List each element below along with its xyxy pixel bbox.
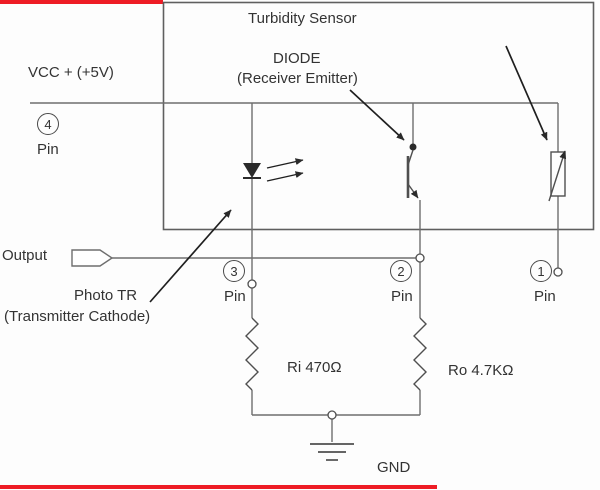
diode-pointer-arrow — [349, 89, 405, 141]
pin2-number-badge: 2 — [390, 260, 412, 282]
photo-tr-pointer-arrow — [149, 209, 232, 303]
ground-junction-terminal — [327, 410, 337, 420]
pin1-terminal — [553, 267, 563, 277]
pin3-terminal — [247, 279, 257, 289]
light-emission-arrow — [266, 158, 304, 169]
sensing-element-pointer-arrow — [505, 45, 548, 141]
gnd-label: GND — [377, 459, 411, 476]
pin1-number: 1 — [537, 263, 545, 279]
diagram-title: Turbidity Sensor — [248, 10, 357, 27]
diode-label-line2: (Receiver Emitter) — [237, 70, 358, 87]
phototransistor-icon — [406, 143, 419, 199]
led-triangle — [243, 163, 261, 178]
output-label: Output — [2, 247, 48, 264]
thermistor-body — [550, 151, 566, 197]
pin-terminals — [247, 253, 563, 420]
pin2-terminal — [415, 253, 425, 263]
sensor-housing-box — [162, 1, 595, 231]
pin1-label: Pin — [534, 288, 556, 305]
pin4-number-badge: 4 — [37, 113, 59, 135]
vcc-label: VCC + (+5V) — [28, 64, 114, 81]
photo-tr-label-line2: (Transmitter Cathode) — [4, 308, 151, 325]
pin3-number: 3 — [230, 263, 238, 279]
resistor-ri-icon — [245, 317, 259, 391]
led-emitter-icon — [243, 158, 304, 182]
light-emission-arrow — [266, 171, 304, 182]
ri-value-label: Ri 470Ω — [287, 359, 342, 376]
diode-label-line1: DIODE — [273, 50, 321, 67]
page-edge-red-lines — [0, 0, 437, 489]
pin3-number-badge: 3 — [223, 260, 245, 282]
pin2-number: 2 — [397, 263, 405, 279]
thermistor-icon — [548, 150, 567, 202]
output-connector-icon — [71, 249, 114, 267]
ground-symbol-icon — [310, 443, 354, 461]
pin1-number-badge: 1 — [530, 260, 552, 282]
pin4-number: 4 — [44, 116, 52, 132]
pin3-label: Pin — [224, 288, 246, 305]
junction-dot — [409, 143, 417, 151]
pin4-label: Pin — [37, 141, 59, 158]
annotation-arrows — [149, 45, 548, 303]
ro-value-label: Ro 4.7KΩ — [448, 362, 514, 379]
photo-tr-label-line1: Photo TR — [74, 287, 138, 304]
wires — [30, 102, 559, 442]
pin2-label: Pin — [391, 288, 413, 305]
resistor-ro-icon — [413, 317, 427, 391]
thermistor-diagonal — [548, 150, 567, 202]
emitter-lead-arrow — [407, 183, 419, 199]
